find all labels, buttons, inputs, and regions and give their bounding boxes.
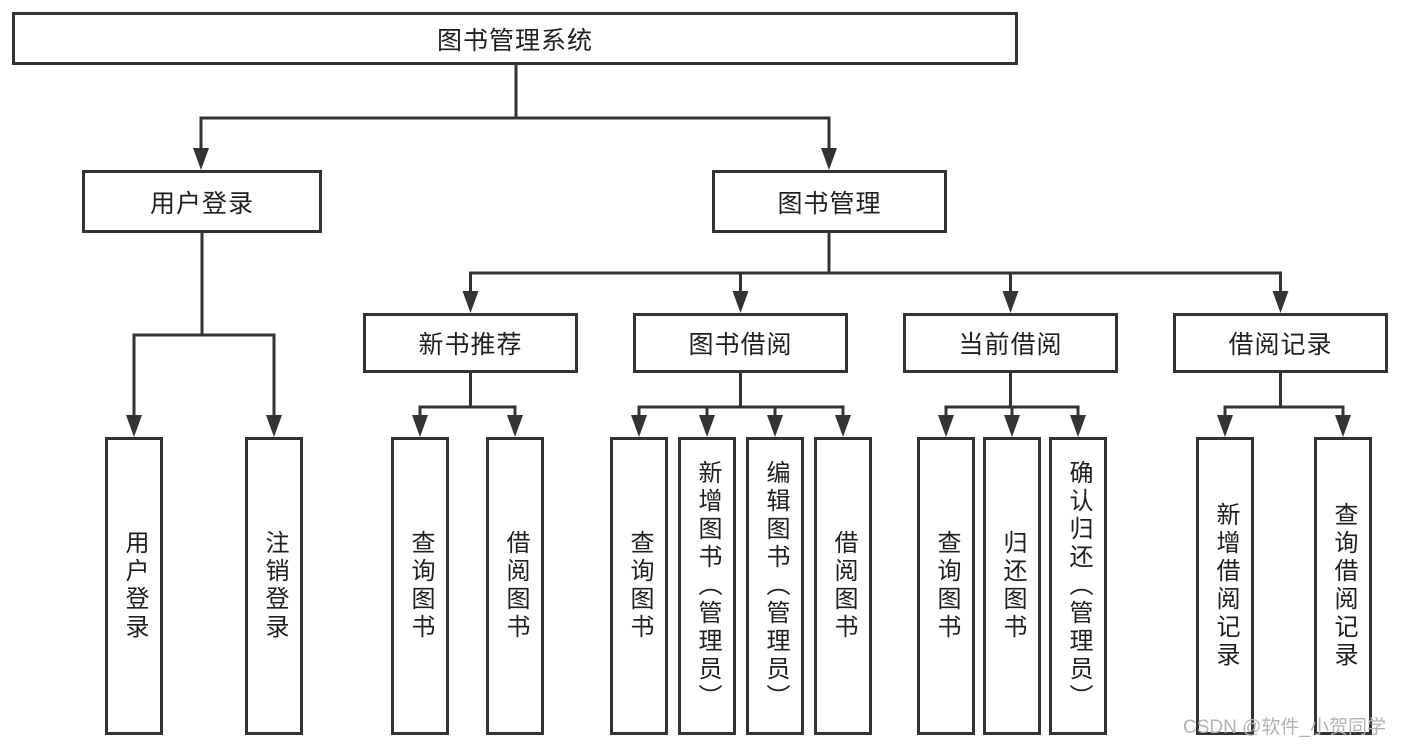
- leaf-query-books-borrow: 查询图书: [610, 437, 668, 735]
- node-label: 用户登录: [121, 530, 148, 642]
- node-user-login: 用户登录: [82, 170, 322, 233]
- node-label: 查询借阅记录: [1330, 502, 1357, 670]
- leaf-borrow-books-recommend: 借阅图书: [486, 437, 544, 735]
- leaf-add-books-admin: 新增图书（管理员）: [678, 437, 736, 735]
- node-label: 新增图书（管理员）: [694, 460, 721, 712]
- node-root: 图书管理系统: [12, 12, 1018, 65]
- leaf-logout: 注销登录: [245, 437, 303, 735]
- leaf-add-borrow-record: 新增借阅记录: [1196, 437, 1254, 735]
- leaf-query-books-current: 查询图书: [917, 437, 975, 735]
- leaf-user-login: 用户登录: [105, 437, 163, 735]
- node-label: 查询图书: [933, 530, 960, 642]
- node-label: 当前借阅: [958, 331, 1063, 359]
- node-label: 借阅图书: [830, 530, 857, 642]
- leaf-borrow-books: 借阅图书: [814, 437, 872, 735]
- node-label: 新书推荐: [418, 331, 523, 359]
- leaf-confirm-return-admin: 确认归还（管理员）: [1049, 437, 1107, 735]
- node-label: 新增借阅记录: [1212, 502, 1239, 670]
- node-label: 图书借阅: [688, 331, 793, 359]
- node-new-book-recommend: 新书推荐: [363, 313, 578, 373]
- node-label: 借阅图书: [502, 530, 529, 642]
- node-book-management: 图书管理: [712, 170, 947, 233]
- csdn-watermark: CSDN @软件_小贺同学: [1183, 717, 1386, 738]
- node-label: 确认归还（管理员）: [1065, 460, 1092, 712]
- node-label: 查询图书: [407, 530, 434, 642]
- leaf-return-books: 归还图书: [983, 437, 1041, 735]
- arrowheads: [126, 148, 1351, 437]
- node-label: 编辑图书（管理员）: [762, 460, 789, 712]
- leaf-query-borrow-record: 查询借阅记录: [1314, 437, 1372, 735]
- node-label: 借阅记录: [1228, 331, 1333, 359]
- node-book-borrow: 图书借阅: [633, 313, 848, 373]
- node-label: 查询图书: [626, 530, 653, 642]
- leaf-edit-books-admin: 编辑图书（管理员）: [746, 437, 804, 735]
- node-label: 注销登录: [261, 530, 288, 642]
- node-label: 图书管理: [777, 189, 882, 218]
- node-label: 归还图书: [999, 530, 1026, 642]
- node-borrow-records: 借阅记录: [1173, 313, 1388, 373]
- node-current-borrow: 当前借阅: [903, 313, 1118, 373]
- leaf-query-books-recommend: 查询图书: [391, 437, 449, 735]
- node-label: 图书管理系统: [436, 26, 593, 55]
- node-label: 用户登录: [149, 189, 254, 218]
